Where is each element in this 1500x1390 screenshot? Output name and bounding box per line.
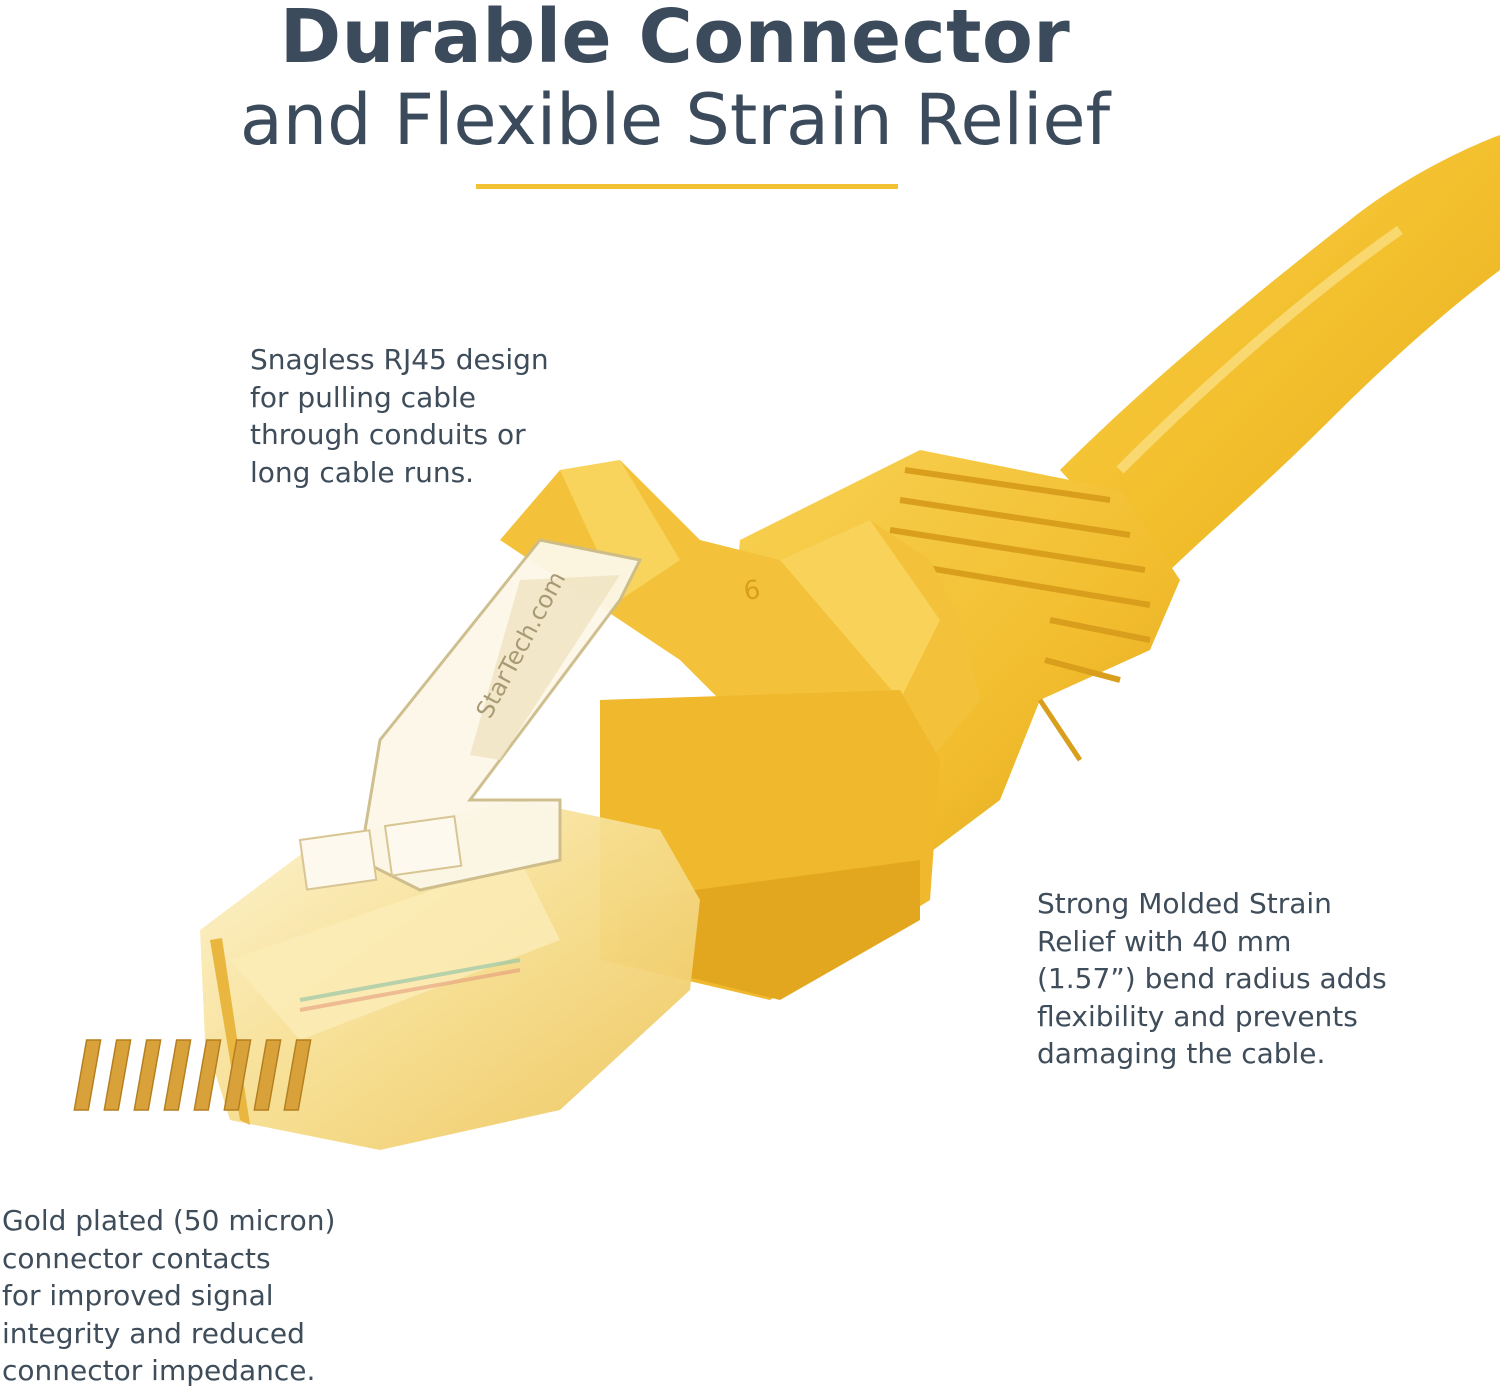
callout-line: Relief with 40 mm [1037, 924, 1292, 958]
callout-line: through conduits or [250, 418, 526, 451]
callout-gold-plated-contacts: Gold plated (50 micron) connector contac… [2, 1202, 335, 1390]
title-accent-rule [476, 184, 898, 189]
svg-text:6: 6 [742, 575, 763, 607]
callout-line: Snagless RJ45 design [250, 343, 549, 376]
callout-line: (1.57”) bend radius adds [1037, 962, 1387, 995]
page-title: Durable Connector [279, 0, 1071, 80]
rj45-plug: StarTech.com [73, 538, 700, 1150]
callout-line: for pulling cable [250, 380, 477, 414]
strain-relief-boot: 6 [500, 450, 1180, 1000]
page-subtitle: and Flexible Strain Relief [239, 79, 1111, 161]
callout-line: long cable runs. [250, 455, 475, 489]
callout-strain-relief: Strong Molded Strain Relief with 40 mm (… [1037, 885, 1387, 1073]
callout-line: for improved signal [2, 1279, 274, 1312]
callout-line: integrity and reduced [2, 1316, 305, 1350]
callout-snagless-design: Snagless RJ45 design for pulling cable t… [250, 341, 549, 491]
callout-line: connector impedance. [2, 1354, 316, 1387]
callout-line: Strong Molded Strain [1037, 887, 1332, 920]
cable [1060, 135, 1500, 580]
callout-line: Gold plated (50 micron) [2, 1204, 336, 1237]
callout-line: connector contacts [2, 1241, 271, 1275]
callout-line: damaging the cable. [1037, 1037, 1326, 1070]
callout-line: flexibility and prevents [1037, 999, 1358, 1033]
gold-contacts [73, 1039, 312, 1111]
